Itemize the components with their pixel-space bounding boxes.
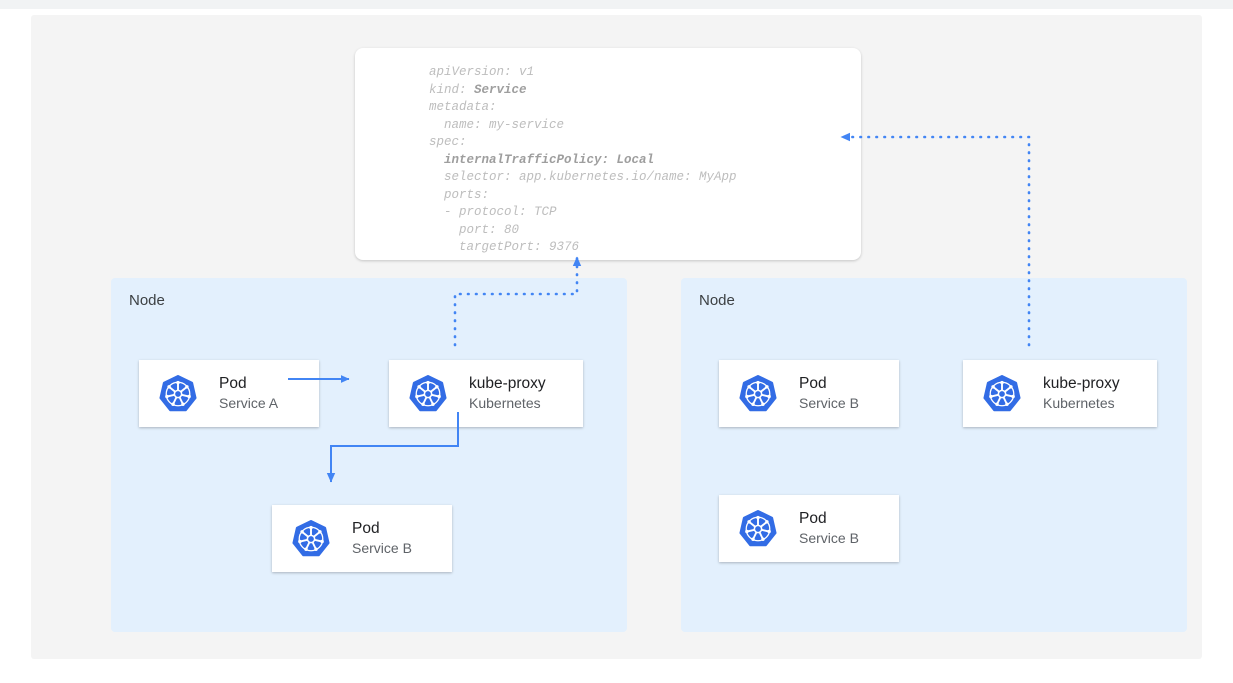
kubernetes-icon [739, 374, 777, 413]
kubernetes-icon [159, 374, 197, 413]
kubernetes-icon [409, 374, 447, 413]
card-kube-proxy-left[interactable]: kube-proxy Kubernetes [389, 360, 583, 427]
card-pod-service-a[interactable]: Pod Service A [139, 360, 319, 427]
card-title: kube-proxy [1043, 375, 1120, 392]
card-subtitle: Service A [219, 395, 279, 411]
kubernetes-icon [983, 374, 1021, 413]
card-title: Pod [219, 375, 247, 392]
card-subtitle: Service B [352, 540, 412, 556]
node-label-left: Node [129, 292, 165, 309]
card-title: Pod [352, 520, 380, 537]
top-bar [0, 0, 1233, 9]
card-pod-service-b-right-2[interactable]: Pod Service B [719, 495, 899, 562]
diagram-canvas: apiVersion: v1 kind: Service metadata: n… [31, 15, 1202, 659]
node-label-right: Node [699, 292, 735, 309]
service-manifest-card: apiVersion: v1 kind: Service metadata: n… [355, 48, 861, 260]
card-subtitle: Kubernetes [1043, 395, 1115, 411]
card-pod-service-b-left[interactable]: Pod Service B [272, 505, 452, 572]
card-kube-proxy-right[interactable]: kube-proxy Kubernetes [963, 360, 1157, 427]
kubernetes-icon [292, 519, 330, 558]
kubernetes-icon [739, 509, 777, 548]
card-pod-service-b-right-1[interactable]: Pod Service B [719, 360, 899, 427]
service-manifest-code: apiVersion: v1 kind: Service metadata: n… [429, 65, 737, 254]
card-title: Pod [799, 375, 827, 392]
card-subtitle: Kubernetes [469, 395, 541, 411]
node-panel-right: Node [681, 278, 1187, 632]
node-panel-left: Node [111, 278, 627, 632]
card-subtitle: Service B [799, 395, 859, 411]
card-title: kube-proxy [469, 375, 546, 392]
card-title: Pod [799, 510, 827, 527]
card-subtitle: Service B [799, 530, 859, 546]
